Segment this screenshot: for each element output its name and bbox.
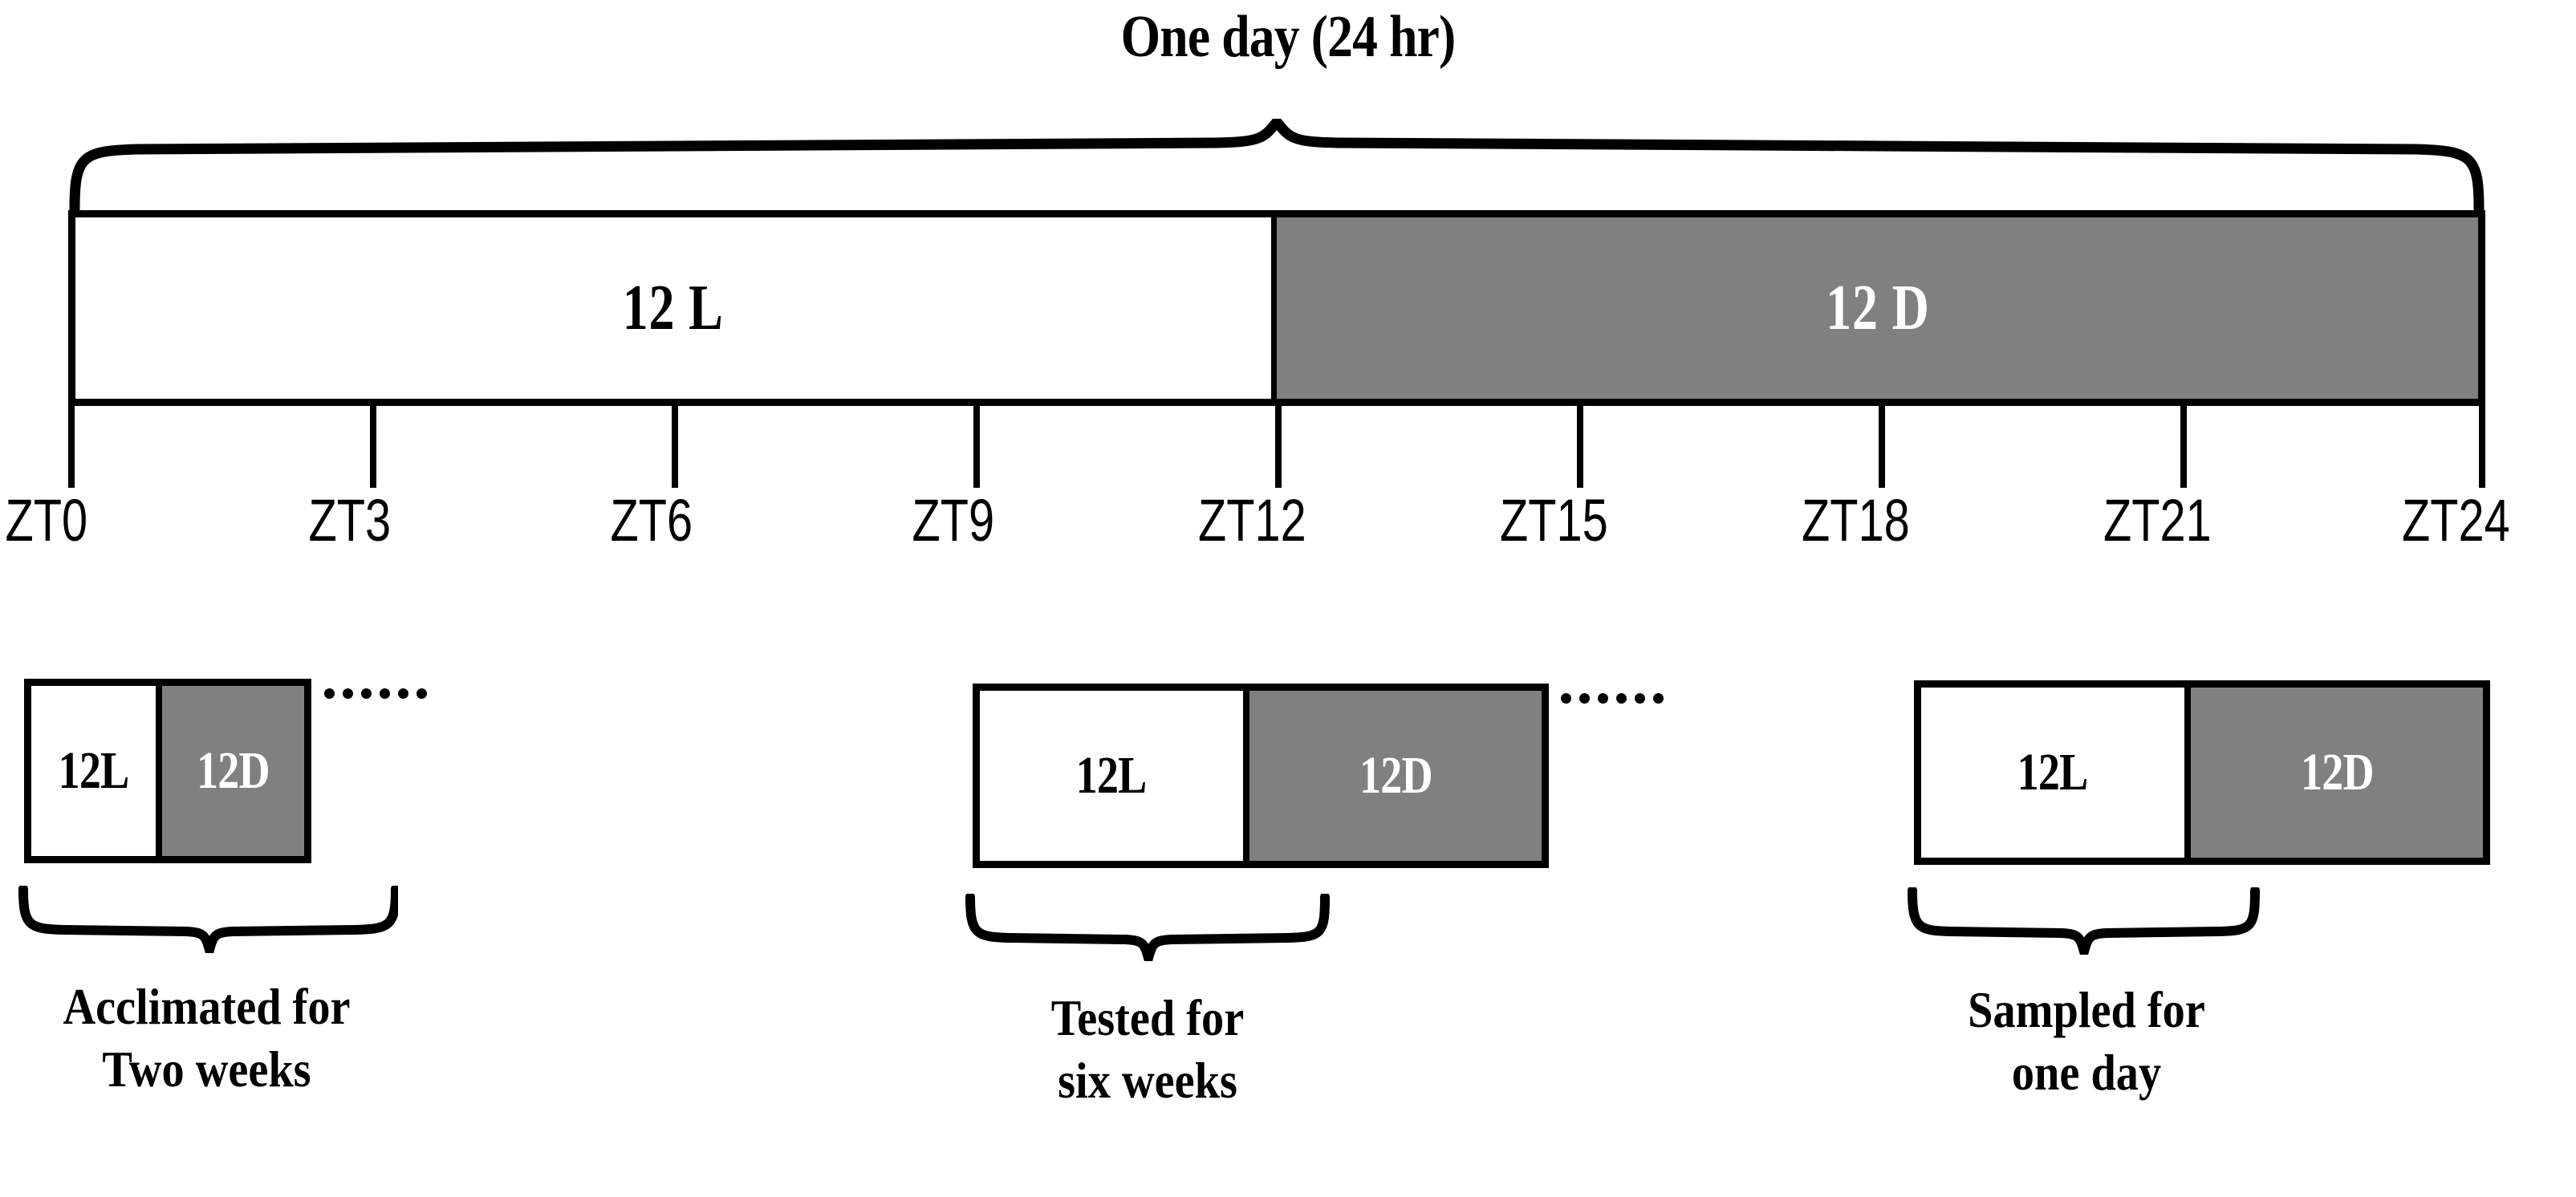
page-title: One day (24 hr) [1120, 4, 1457, 70]
stage-1-dark-block: 12D [162, 686, 304, 856]
ellipsis-dot [324, 688, 335, 699]
stage-panel-sampled: 12L 12D Sampled for one day [1862, 680, 2576, 1178]
stage-3-caption-line-1: Sampled for [1968, 981, 2205, 1038]
axis-tick-zt9 [973, 406, 980, 488]
axis-tick-zt12 [1275, 406, 1282, 488]
axis-label-zt24: ZT24 [2401, 487, 2510, 554]
stage-2-caption: Tested for six weeks [950, 987, 1346, 1112]
stage-2-caption-line-2: six weeks [1058, 1052, 1237, 1110]
ellipsis-dot [1635, 693, 1645, 704]
axis-label-zt3: ZT3 [308, 487, 392, 554]
ellipsis-dot [380, 688, 390, 699]
stage-panel-tested: 12L 12D Tested for six weeks [923, 684, 1774, 1181]
stage-3-caption: Sampled for one day [1889, 979, 2285, 1104]
stage-1-dark-label: 12D [197, 741, 270, 800]
stage-1-caption-line-2: Two weeks [102, 1041, 311, 1098]
stage-2-dark-block: 12D [1249, 691, 1542, 861]
axis-label-zt21: ZT21 [2103, 487, 2212, 554]
stage-2-brace [965, 894, 1330, 961]
stage-2-caption-line-1: Tested for [1050, 989, 1245, 1046]
axis-label-zt18: ZT18 [1801, 487, 1910, 554]
axis-label-zt9: ZT9 [912, 487, 995, 554]
dark-phase-label: 12 D [1825, 272, 1930, 343]
stage-3-brace [1907, 887, 2260, 955]
ellipsis-dot [398, 688, 408, 699]
stage-1-brace [18, 886, 398, 953]
stage-2-light-label: 12L [1076, 746, 1148, 805]
ellipsis-dot [1653, 693, 1664, 704]
ellipsis-dot [1598, 693, 1608, 704]
stage-3-cycle-box: 12L 12D [1914, 680, 2490, 865]
light-dark-cycle-bar: 12 L 12 D [68, 210, 2485, 406]
stage-3-dark-block: 12D [2191, 688, 2483, 858]
stage-2-dark-label: 12D [1359, 746, 1433, 805]
stage-1-light-label: 12L [58, 741, 130, 800]
ellipsis-dot [1616, 693, 1627, 704]
ellipsis-dot [361, 688, 372, 699]
ellipsis-dot [1561, 693, 1571, 704]
zeitgeber-time-axis: ZT0 ZT3 ZT6 ZT9 ZT12 ZT15 ZT18 ZT21 ZT24 [0, 406, 2576, 566]
axis-tick-zt0 [68, 406, 75, 488]
axis-tick-zt24 [2479, 406, 2485, 488]
stage-1-caption: Acclimated for Two weeks [25, 976, 388, 1101]
axis-label-zt0: ZT0 [5, 487, 88, 554]
light-phase-block: 12 L [75, 217, 1277, 399]
axis-tick-zt15 [1577, 406, 1583, 488]
light-phase-label: 12 L [623, 272, 724, 343]
ellipsis-dot [1579, 693, 1590, 704]
stage-3-light-label: 12L [2017, 743, 2089, 801]
stage-panel-acclimated: 12L 12D Acclimated for Two weeks [0, 679, 802, 1176]
stage-1-repeat-ellipsis-icon [324, 688, 427, 699]
stage-1-caption-line-1: Acclimated for [63, 978, 351, 1035]
stage-3-light-block: 12L [1921, 688, 2191, 858]
axis-tick-zt6 [672, 406, 678, 488]
stage-2-cycle-box: 12L 12D [973, 684, 1549, 868]
axis-tick-zt3 [370, 406, 376, 488]
stage-3-caption-line-2: one day [2011, 1044, 2162, 1102]
stage-2-light-block: 12L [980, 691, 1249, 861]
one-day-brace [68, 119, 2485, 213]
axis-label-zt6: ZT6 [610, 487, 693, 554]
stage-1-light-block: 12L [31, 686, 163, 856]
ellipsis-dot [416, 688, 427, 699]
stage-1-cycle-box: 12L 12D [24, 679, 311, 863]
axis-tick-zt18 [1879, 406, 1885, 488]
stage-3-dark-label: 12D [2300, 743, 2375, 801]
ellipsis-dot [343, 688, 353, 699]
axis-tick-zt21 [2180, 406, 2187, 488]
axis-label-zt15: ZT15 [1499, 487, 1608, 554]
axis-label-zt12: ZT12 [1197, 487, 1306, 554]
dark-phase-block: 12 D [1277, 217, 2478, 399]
stage-2-repeat-ellipsis-icon [1561, 693, 1664, 704]
